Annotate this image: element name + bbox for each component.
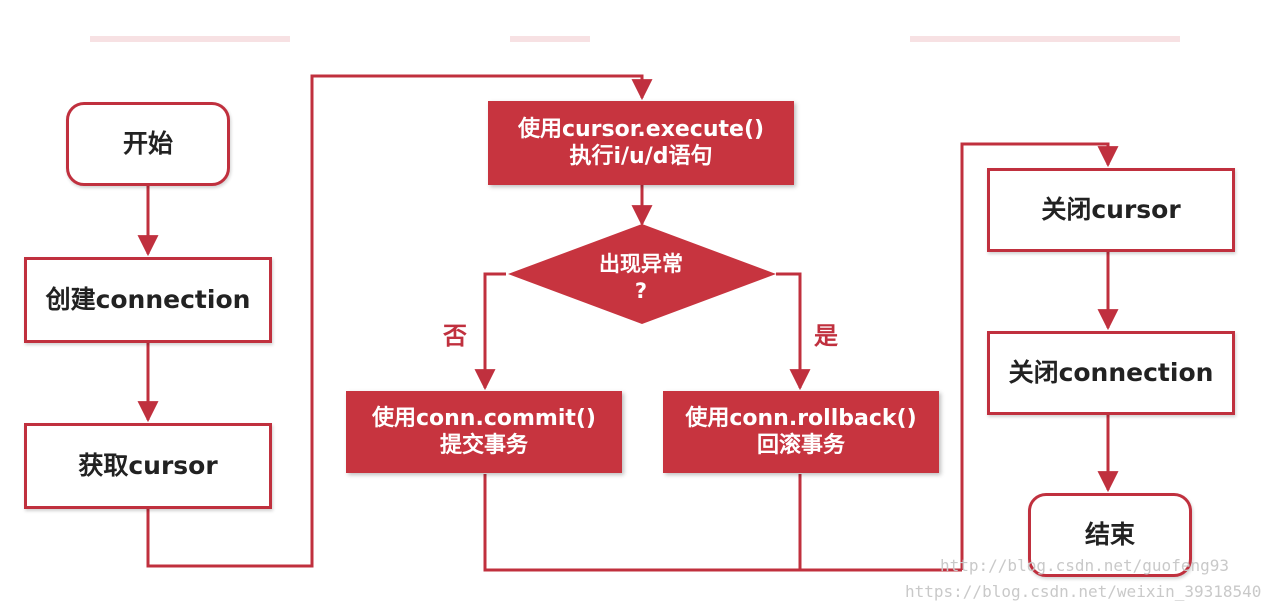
rollback-label-line2: 回滚事务: [756, 433, 845, 458]
execute-label-line1: 使用cursor.execute(): [517, 116, 765, 142]
arrow-cursor-to-execute: [146, 74, 653, 568]
decision-node: 出现异常 ?: [510, 243, 772, 313]
create-connection-label: 创建connection: [45, 285, 251, 315]
rollback-label-line1: 使用conn.rollback(): [685, 405, 917, 431]
commit-label-line1: 使用conn.commit(): [371, 405, 596, 431]
end-label: 结束: [1084, 520, 1135, 550]
execute-node: 使用cursor.execute() 执行i/u/d语句: [488, 101, 794, 185]
close-connection-label: 关闭connection: [1008, 358, 1214, 388]
decision-label-line2: ?: [634, 279, 648, 303]
decision-label-line1: 出现异常: [599, 251, 683, 276]
arrow-decision-yes: [776, 272, 811, 391]
end-node: 结束: [1028, 493, 1192, 577]
arrow-merge-to-close-cursor: [960, 142, 1119, 570]
decision-diamond: [508, 224, 776, 324]
get-cursor-node: 获取cursor: [24, 423, 272, 509]
get-cursor-label: 获取cursor: [78, 451, 218, 481]
start-label: 开始: [122, 129, 173, 159]
clipped-title-strip: [510, 36, 590, 42]
clipped-title-strip: [90, 36, 290, 42]
close-cursor-node: 关闭cursor: [987, 168, 1235, 252]
branch-yes-label: 是: [814, 322, 838, 350]
start-node: 开始: [66, 102, 230, 186]
rollback-node: 使用conn.rollback() 回滚事务: [663, 391, 939, 473]
close-connection-node: 关闭connection: [987, 331, 1235, 415]
commit-node: 使用conn.commit() 提交事务: [346, 391, 622, 473]
close-cursor-label: 关闭cursor: [1041, 195, 1181, 225]
watermark-line2: https://blog.csdn.net/weixin_39318540: [905, 582, 1262, 601]
create-connection-node: 创建connection: [24, 257, 272, 343]
commit-label-line2: 提交事务: [439, 433, 528, 458]
arrow-commit-to-close: [483, 474, 962, 572]
arrow-decision-no: [474, 272, 506, 391]
execute-label-line2: 执行i/u/d语句: [569, 144, 713, 169]
clipped-title-strip: [910, 36, 1180, 42]
branch-no-label: 否: [443, 322, 467, 350]
watermark-line1: http://blog.csdn.net/guofeng93: [940, 556, 1229, 575]
